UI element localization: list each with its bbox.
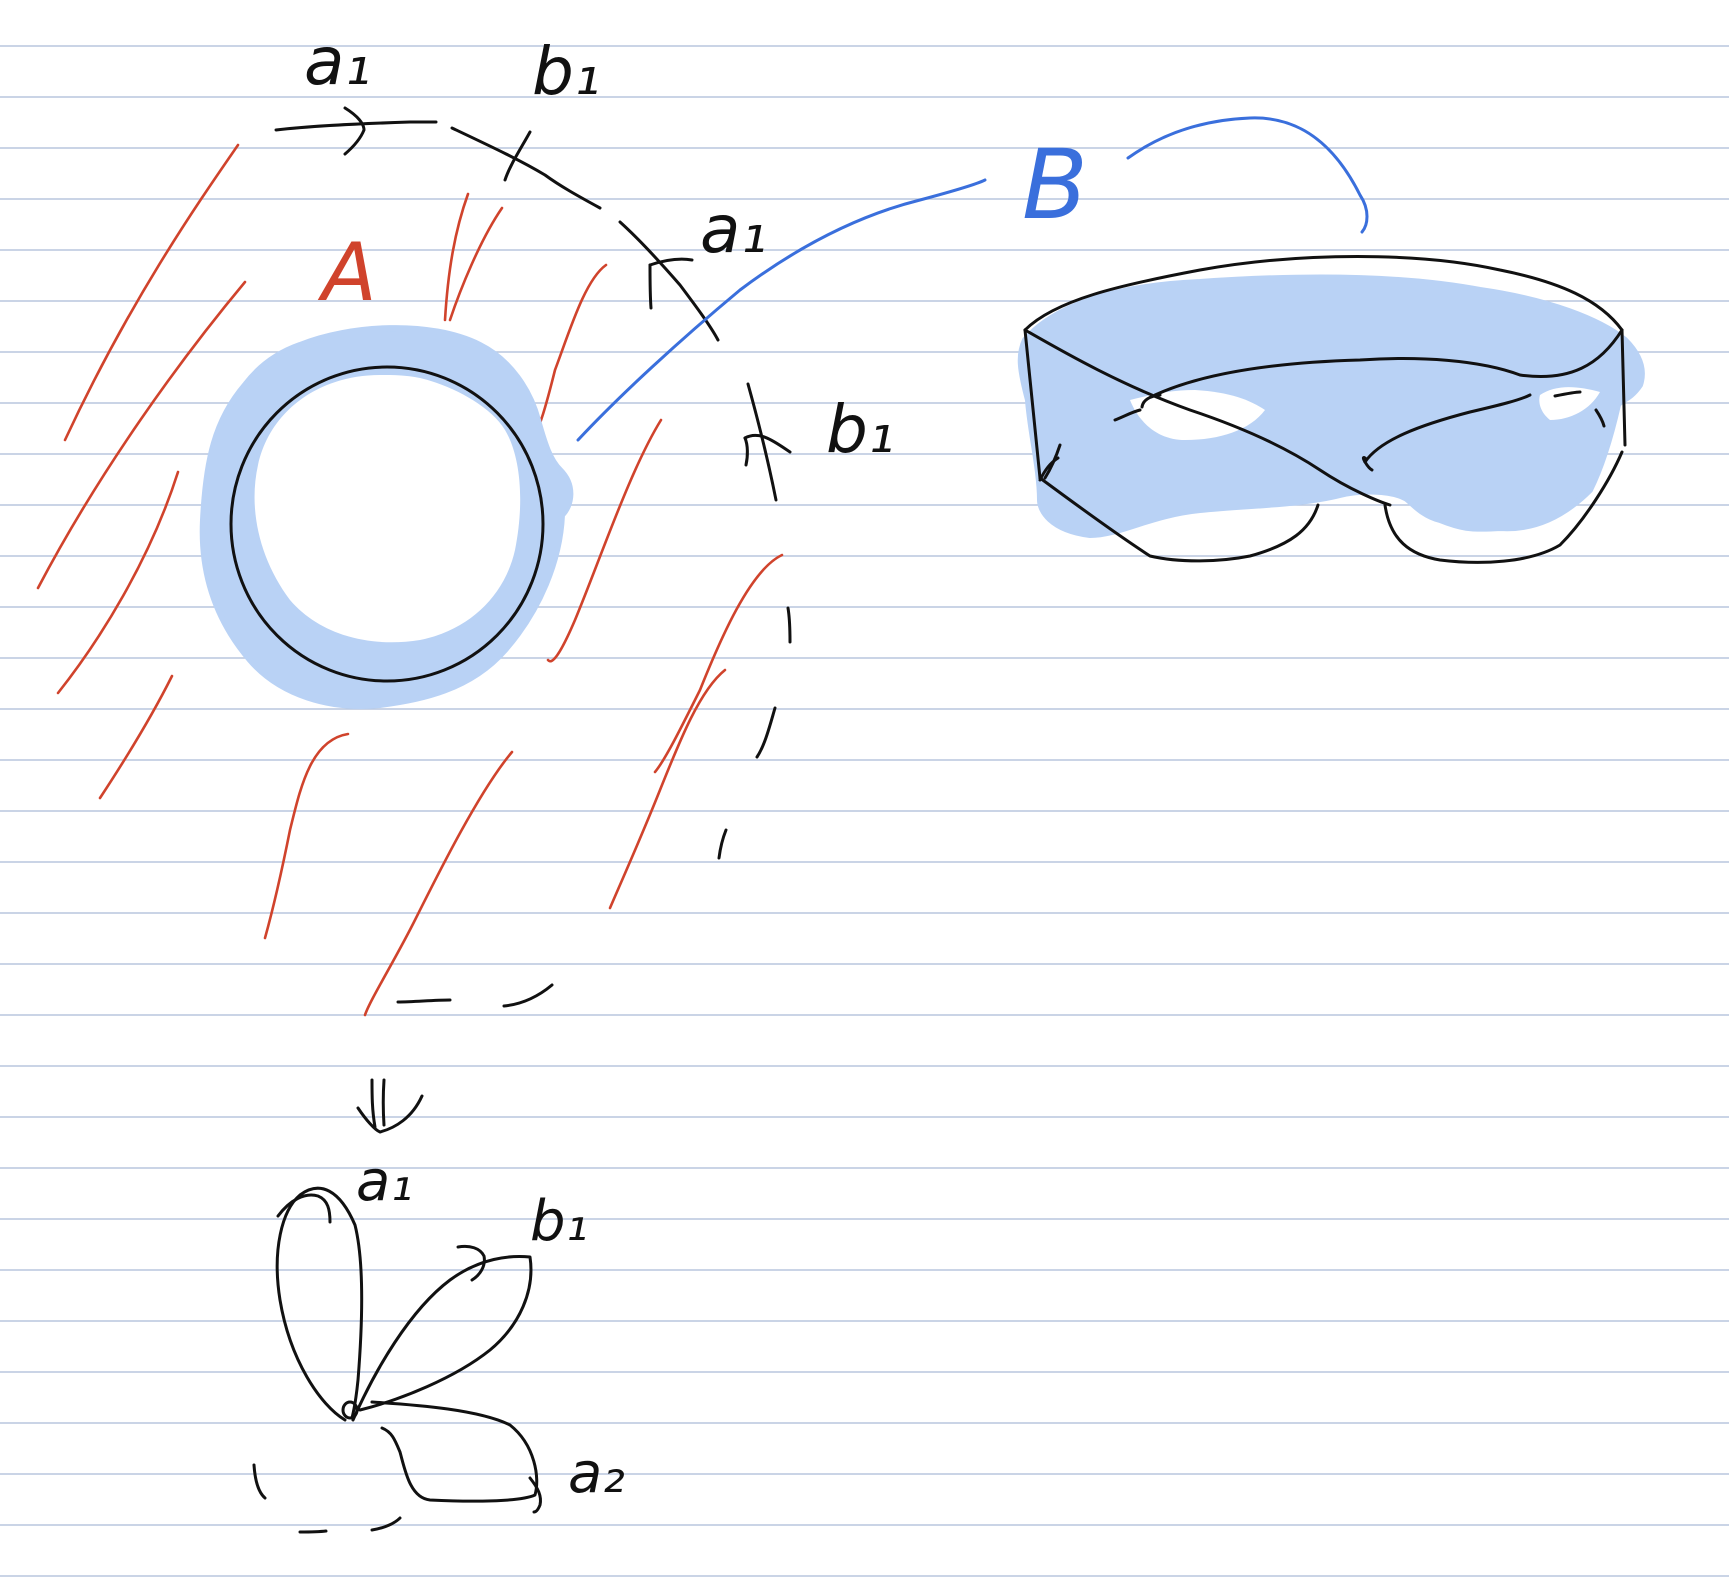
blue-connectors	[576, 116, 1369, 442]
label-a1-top: a₁	[304, 23, 371, 100]
label-region-a: A	[317, 226, 377, 319]
label-b1-right: b₁	[826, 391, 894, 468]
label-a1-bouquet: a₁	[356, 1149, 413, 1214]
hole-circle	[229, 365, 545, 683]
polygon-edges	[274, 106, 792, 1008]
down-arrow	[356, 1078, 424, 1134]
band-highlight	[1017, 274, 1645, 538]
twisted-band	[1023, 255, 1627, 564]
label-b1-top: b₁	[532, 33, 600, 110]
circle-highlight	[199, 325, 574, 709]
label-a1-right: a₁	[700, 191, 767, 268]
ruled-lines	[0, 45, 1729, 1577]
label-a2-bouquet: a₂	[568, 1441, 625, 1506]
label-region-b: B	[1022, 129, 1088, 241]
label-b1-bouquet: b₁	[530, 1189, 588, 1254]
labels: a₁ b₁ a₁ b₁ A B a₁ b₁ a₂	[304, 23, 1088, 1506]
bouquet	[252, 1186, 542, 1534]
